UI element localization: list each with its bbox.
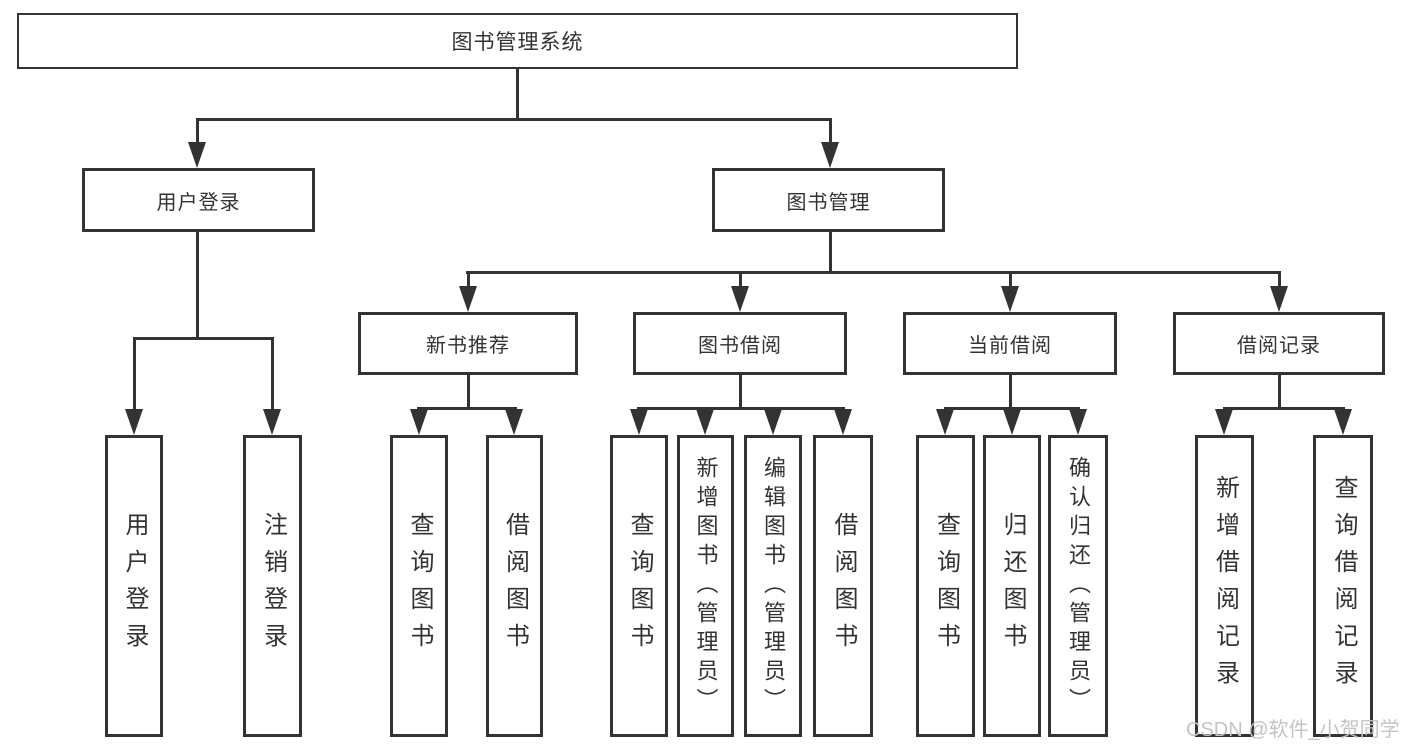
connector-book-mgmt-drop-line [829, 232, 832, 274]
connector-borrow-record-stub [1278, 271, 1281, 288]
node-borrowing-records: 借阅记录 [1173, 312, 1385, 375]
arrow-down-icon [731, 286, 749, 312]
connector-new-book-stub [467, 271, 470, 288]
arrow-down-icon [410, 409, 428, 435]
node-user-login: 用户登录 [82, 168, 315, 232]
arrow-down-icon [834, 409, 852, 435]
arrow-down-icon [125, 409, 143, 435]
arrow-down-icon [188, 142, 206, 168]
connector-user-login-stub [196, 118, 199, 144]
arrow-down-icon [821, 142, 839, 168]
connector-cb-branch-line [944, 407, 1080, 410]
leaf-add-books-admin: 新增图书（管理员） [677, 435, 734, 737]
connector-book-borrow-stub [739, 271, 742, 288]
arrow-down-icon [696, 409, 714, 435]
connector-nbr-branch-line [417, 407, 517, 410]
leaf-query-books-recommend: 查询图书 [390, 435, 448, 737]
arrow-down-icon [936, 409, 954, 435]
leaf-borrow-books-borrowing: 借阅图书 [813, 435, 873, 737]
leaf-edit-books-admin: 编辑图书（管理员） [744, 435, 802, 737]
leaf-add-borrow-record: 新增借阅记录 [1195, 435, 1254, 737]
connector-bb-drop-line [739, 375, 742, 410]
node-current-borrowing: 当前借阅 [903, 312, 1117, 375]
leaf-return-books: 归还图书 [983, 435, 1041, 737]
arrow-down-icon [1001, 286, 1019, 312]
arrow-down-icon [1069, 409, 1087, 435]
leaf-confirm-return-admin: 确认归还（管理员） [1048, 435, 1108, 737]
connector-root-branch-line [196, 118, 832, 121]
node-new-book-recommendation: 新书推荐 [358, 312, 578, 375]
connector-cb-drop-line [1009, 375, 1012, 410]
arrow-down-icon [1270, 286, 1288, 312]
node-book-management: 图书管理 [712, 168, 945, 232]
connector-bb-branch-line [637, 407, 845, 410]
connector-nbr-drop-line [467, 375, 470, 410]
arrow-down-icon [505, 409, 523, 435]
connector-br-drop-line [1278, 375, 1281, 410]
arrow-down-icon [263, 409, 281, 435]
arrow-down-icon [764, 409, 782, 435]
arrow-down-icon [630, 409, 648, 435]
leaf-query-borrow-record: 查询借阅记录 [1313, 435, 1373, 737]
leaf-user-login: 用户登录 [105, 435, 163, 737]
leaf-query-books-current: 查询图书 [916, 435, 975, 737]
connector-user-login-branch-line [133, 337, 274, 340]
connector-current-borrow-stub [1009, 271, 1012, 288]
connector-login-leaf-stub [133, 337, 136, 411]
arrow-down-icon [459, 286, 477, 312]
node-book-borrowing: 图书借阅 [633, 312, 847, 375]
leaf-borrow-books-recommend: 借阅图书 [486, 435, 543, 737]
csdn-watermark: CSDN @软件_小贺同学 [1186, 719, 1400, 741]
arrow-down-icon [1334, 409, 1352, 435]
arrow-down-icon [1003, 409, 1021, 435]
connector-book-mgmt-branch-line [466, 271, 1281, 274]
node-library-management-system: 图书管理系统 [17, 13, 1018, 69]
connector-user-login-drop-line [196, 232, 199, 337]
connector-root-drop-line [516, 69, 519, 121]
arrow-down-icon [1215, 409, 1233, 435]
leaf-query-books-borrowing: 查询图书 [610, 435, 668, 737]
connector-br-branch-line [1223, 407, 1345, 410]
connector-logout-leaf-stub [271, 337, 274, 411]
connector-book-mgmt-stub [829, 118, 832, 144]
leaf-logout: 注销登录 [243, 435, 302, 737]
